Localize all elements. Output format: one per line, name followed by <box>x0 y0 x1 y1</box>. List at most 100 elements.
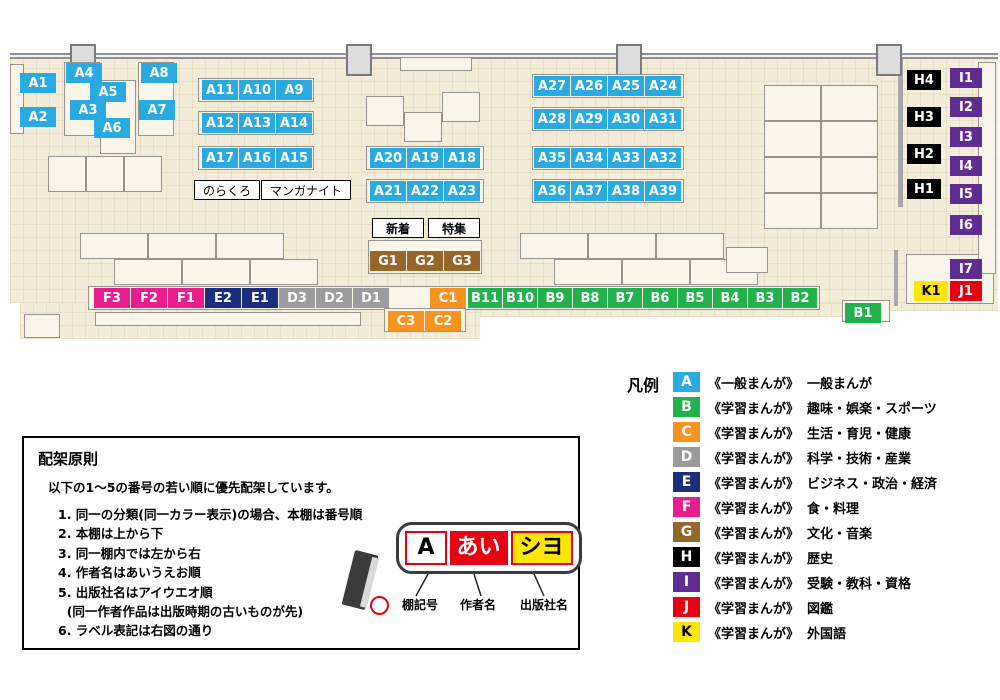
shelf-label-A34: A34 <box>571 148 607 168</box>
principles-rule-1: 1. 同一の分類(同一カラー表示)の場合、本棚は番号順 <box>58 507 363 522</box>
bookshelf-block <box>656 233 724 259</box>
label-author-name: あい <box>449 531 508 565</box>
principles-rule-5: 5. 出版社名はアイウエオ順 <box>58 584 213 600</box>
bookshelf-block <box>821 121 878 157</box>
shelf-label-A22: A22 <box>407 181 443 201</box>
legend-row-F: F《学習まんが》食・料理 <box>673 497 937 517</box>
principles-title: 配架原則 <box>38 450 99 468</box>
legend-category-label: 受験・教科・資格 <box>807 576 912 592</box>
legend-series-prefix: 《学習まんが》 <box>708 451 800 467</box>
shelf-label-B6: B6 <box>643 288 677 308</box>
legend-row-J: J《学習まんが》図鑑 <box>673 597 937 617</box>
bookshelf-block <box>404 112 442 142</box>
legend-color-box-E: E <box>673 472 701 492</box>
shelf-label-B5: B5 <box>678 288 712 308</box>
principles-rule-4: 4. 作者名はあいうえお順 <box>58 565 201 581</box>
label-caption: 作者名 <box>460 598 497 612</box>
shelf-label-A6: A6 <box>94 118 130 138</box>
shelf-label-A39: A39 <box>645 181 681 201</box>
bookshelf-block <box>622 259 690 285</box>
shelf-label-B10: B10 <box>503 288 537 308</box>
shelf-label-A13: A13 <box>239 113 275 133</box>
legend-category-label: 図鑑 <box>807 601 834 617</box>
legend-color-box-K: K <box>673 622 701 642</box>
wall <box>898 59 903 207</box>
label-highlight-circle-icon <box>370 596 389 615</box>
shelf-label-B8: B8 <box>573 288 607 308</box>
shelf-label-A16: A16 <box>239 148 275 168</box>
legend-color-box-G: G <box>673 522 701 542</box>
shelf-label-D3: D3 <box>279 288 315 308</box>
legend-color-box-C: C <box>673 422 701 442</box>
principles-intro: 以下の1〜5の番号の若い順に優先配架しています。 <box>48 480 339 495</box>
bookshelf-block <box>821 157 878 193</box>
shelf-label-J1: J1 <box>950 281 982 301</box>
principles-rule-7: 6. ラベル表記は右図の通り <box>58 623 214 639</box>
shelf-label-A1: A1 <box>20 73 56 93</box>
shelf-label-A30: A30 <box>608 109 644 129</box>
legend-color-box-B: B <box>673 397 701 417</box>
bookshelf-block <box>148 233 216 259</box>
shelf-label-F1: F1 <box>168 288 204 308</box>
pillar <box>616 44 642 76</box>
shelf-label-B2: B2 <box>783 288 817 308</box>
bookshelf-block <box>24 314 60 338</box>
legend-row-C: C《学習まんが》生活・育児・健康 <box>673 422 937 442</box>
shelf-label-H1: H1 <box>907 179 941 199</box>
shelf-label-A21: A21 <box>370 181 406 201</box>
shelf-label-C3: C3 <box>388 311 424 331</box>
legend-row-G: G《学習まんが》文化・音楽 <box>673 522 937 542</box>
shelf-label-H4: H4 <box>907 70 941 90</box>
legend-row-K: K《学習まんが》外国語 <box>673 622 937 642</box>
wall <box>894 250 898 306</box>
bookshelf-block <box>588 233 656 259</box>
legend-series-prefix: 《学習まんが》 <box>708 551 800 567</box>
shelf-label-C2: C2 <box>425 311 461 331</box>
shelf-label-G1: G1 <box>370 251 406 271</box>
shelf-label-A3: A3 <box>70 100 106 120</box>
floor-text-label: 特集 <box>428 218 480 238</box>
shelf-label-I1: I1 <box>950 68 982 88</box>
floor-text-label: のらくろ <box>194 180 260 200</box>
legend-color-box-H: H <box>673 547 701 567</box>
shelf-label-I5: I5 <box>950 184 982 204</box>
legend-category-label: 外国語 <box>807 626 847 642</box>
legend-category-label: 生活・育児・健康 <box>807 426 912 442</box>
shelf-label-B4: B4 <box>713 288 747 308</box>
legend-category-label: 歴史 <box>807 551 834 567</box>
shelf-label-A31: A31 <box>645 109 681 129</box>
floor-area <box>888 303 998 311</box>
bookshelf-block <box>250 259 318 285</box>
legend-category-label: 一般まんが <box>807 376 873 392</box>
bookshelf-block <box>366 96 404 126</box>
bookshelf-block <box>80 233 148 259</box>
shelf-label-I2: I2 <box>950 97 982 117</box>
principles-rule-2: 2. 本棚は上から下 <box>58 526 164 542</box>
shelf-label-A28: A28 <box>534 109 570 129</box>
legend-series-prefix: 《学習まんが》 <box>708 526 800 542</box>
shelf-label-A37: A37 <box>571 181 607 201</box>
legend-series-prefix: 《一般まんが》 <box>708 376 800 392</box>
shelf-label-B11: B11 <box>468 288 502 308</box>
bookshelf-block <box>86 156 124 192</box>
bookshelf-block <box>114 259 182 285</box>
legend-color-box-A: A <box>673 372 701 392</box>
shelf-label-A23: A23 <box>444 181 480 201</box>
shelf-label-A4: A4 <box>66 63 102 83</box>
legend-title: 凡例 <box>627 376 660 395</box>
shelf-label-A35: A35 <box>534 148 570 168</box>
legend-series-prefix: 《学習まんが》 <box>708 501 800 517</box>
label-publisher-name: シヨ <box>510 531 573 565</box>
shelf-label-H2: H2 <box>907 144 941 164</box>
legend-category-label: ビジネス・政治・経済 <box>807 476 938 492</box>
bookshelf-block <box>554 259 622 285</box>
legend-row-B: B《学習まんが》趣味・娯楽・スポーツ <box>673 397 937 417</box>
shelf-label-A2: A2 <box>20 107 56 127</box>
bookshelf-block <box>764 157 821 193</box>
shelf-label-I6: I6 <box>950 215 982 235</box>
legend-row-D: D《学習まんが》科学・技術・産業 <box>673 447 937 467</box>
shelf-label-I4: I4 <box>950 156 982 176</box>
shelf-label-A20: A20 <box>370 148 406 168</box>
shelf-label-A11: A11 <box>202 80 238 100</box>
